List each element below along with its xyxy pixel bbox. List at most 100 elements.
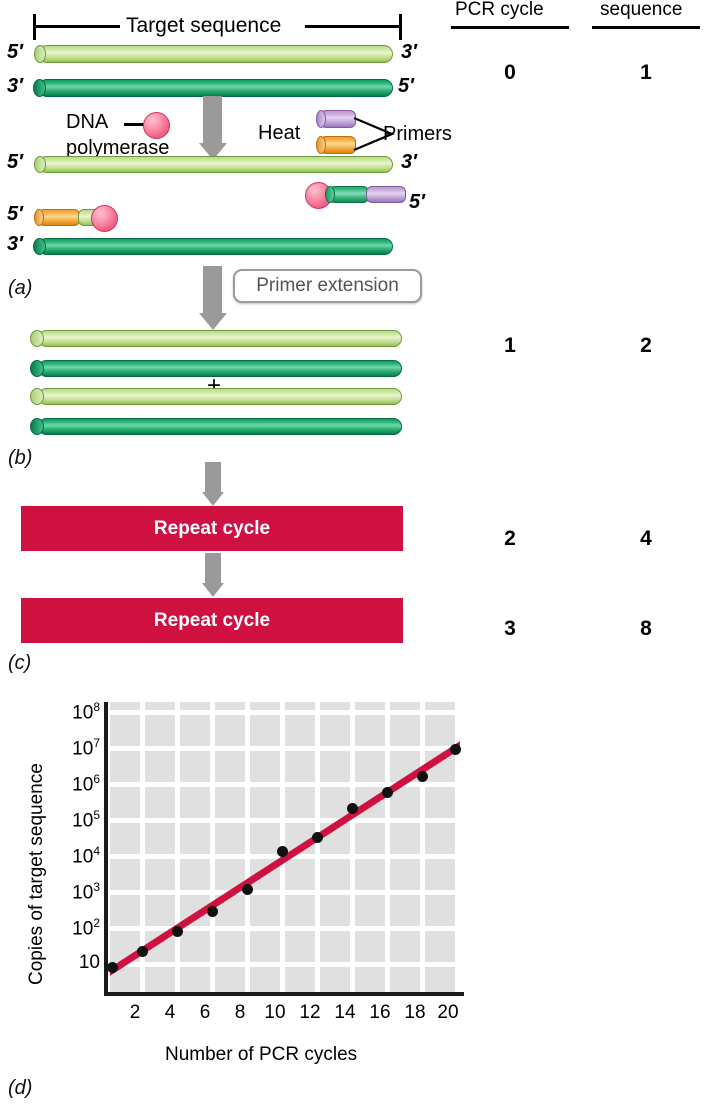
chart-trend-line: [110, 741, 460, 976]
bracket-bar-right: [305, 25, 401, 28]
chart-data-point: [346, 802, 358, 814]
product1-strand-light: [38, 330, 402, 347]
prime-label-3-strandA: 3′: [401, 151, 417, 173]
chart-plot-area: [106, 702, 461, 992]
chart-data-point: [206, 905, 218, 917]
strand-cap-light-separated: [34, 156, 46, 173]
chart-data-point: [311, 831, 323, 843]
dna-polymerase-label-line2: polymerase: [66, 137, 170, 159]
chart-data-point: [381, 786, 393, 798]
chart-y-tick-6: 106: [72, 772, 100, 796]
dna-strand-dark-top: [38, 79, 393, 97]
polymerase-ball-on-dark-strand: [91, 205, 118, 232]
prime-label-3-strandB: 3′: [7, 233, 23, 255]
product2-cap-light: [30, 388, 44, 405]
chart-y-tick-8: 108: [72, 700, 100, 724]
dna-polymerase-label-line1: DNA: [66, 111, 109, 133]
repeat-cycle-banner-1: Repeat cycle: [21, 506, 403, 551]
strand-cap-dark-separated: [33, 238, 46, 255]
chart-x-tick-16: 16: [369, 1002, 391, 1023]
pcr-amplification-chart: Copies of target sequence 108 107 106 10…: [0, 690, 500, 1090]
arrow-extension-head: [199, 313, 227, 330]
chart-x-tick-20: 20: [437, 1002, 459, 1023]
strand-cap-light-top: [34, 45, 46, 63]
table-header-sequence: sequence: [600, 0, 683, 20]
panel-label-b: (b): [8, 447, 33, 469]
product1-cap-light: [30, 330, 44, 347]
chart-x-tick-4: 4: [164, 1002, 176, 1023]
product2-strand-light: [38, 388, 402, 405]
arrow-repeat2-head: [202, 583, 224, 597]
primer-orange-annealed-cap: [34, 209, 44, 226]
chart-x-tick-6: 6: [199, 1002, 211, 1023]
chart-x-tick-8: 8: [234, 1002, 246, 1023]
table-header-rule-right: [592, 26, 700, 29]
polymerase-leader-line: [124, 123, 145, 126]
prime-label-5-primer-purple: 5′: [409, 191, 425, 213]
polymerase-ball-legend-icon: [143, 112, 170, 139]
prime-label-5-strandA: 5′: [7, 151, 23, 173]
prime-label-3-bottom-duplex: 3′: [7, 75, 23, 97]
product2-cap-dark: [30, 418, 44, 435]
strand-cap-dark-top: [33, 79, 46, 97]
extended-strand-green-right: [329, 186, 369, 203]
bracket-bar-left: [34, 25, 120, 28]
arrow-denature-head: [199, 143, 227, 160]
table-cell-sequence-3: 8: [640, 617, 652, 640]
arrow-extension-shaft: [203, 266, 222, 314]
target-sequence-label: Target sequence: [126, 14, 282, 37]
chart-x-tick-2: 2: [129, 1002, 141, 1023]
extended-strand-green-right-cap: [325, 186, 335, 203]
chart-y-tick-7: 107: [72, 736, 100, 760]
table-cell-sequence-1: 2: [640, 334, 652, 357]
chart-y-tick-3: 103: [72, 880, 100, 904]
chart-x-axis-line: [104, 992, 464, 996]
prime-label-5-bottom-duplex: 5′: [398, 75, 414, 97]
primers-leader-lines: [353, 116, 395, 152]
arrow-repeat2-shaft: [205, 553, 221, 584]
prime-label-5-strandB: 5′: [7, 203, 23, 225]
chart-data-point: [449, 743, 461, 755]
table-cell-cycle-0: 0: [504, 61, 516, 84]
primer-orange-legend-cap: [316, 136, 326, 154]
panel-label-d: (d): [8, 1077, 33, 1099]
chart-y-tick-5: 105: [72, 808, 100, 832]
chart-data-point: [276, 845, 288, 857]
chart-data-point: [241, 883, 253, 895]
primer-purple-annealed: [366, 186, 406, 203]
product1-cap-dark: [30, 360, 44, 377]
primer-purple-legend-cap: [316, 110, 326, 128]
chart-y-axis-line: [104, 702, 108, 996]
prime-label-5-top-duplex: 5′: [7, 41, 23, 63]
chart-data-point: [106, 961, 118, 973]
arrow-repeat1-head: [202, 492, 224, 506]
dna-strand-light-separated: [38, 156, 393, 173]
table-header-rule-left: [451, 26, 569, 29]
table-cell-sequence-0: 1: [640, 61, 652, 84]
chart-x-tick-10: 10: [264, 1002, 286, 1023]
chart-y-tick-4: 104: [72, 844, 100, 868]
chart-x-tick-14: 14: [334, 1002, 356, 1023]
table-cell-cycle-3: 3: [504, 617, 516, 640]
panel-label-c: (c): [8, 652, 32, 674]
table-cell-cycle-1: 1: [504, 334, 516, 357]
chart-y-tick-1: 10: [78, 952, 100, 973]
repeat-cycle-banner-2: Repeat cycle: [21, 598, 403, 643]
table-header-pcr-cycle: PCR cycle: [455, 0, 544, 20]
chart-x-axis-title: Number of PCR cycles: [165, 1044, 358, 1065]
chart-y-tick-2: 102: [72, 916, 100, 940]
table-cell-cycle-2: 2: [504, 527, 516, 550]
arrow-repeat1-shaft: [205, 462, 221, 493]
chart-data-point: [171, 925, 183, 937]
primer-extension-callout: Primer extension: [233, 269, 422, 303]
heat-label: Heat: [258, 122, 301, 144]
chart-data-point: [136, 945, 148, 957]
prime-label-3-top-duplex: 3′: [401, 41, 417, 63]
primer-orange-annealed: [38, 209, 80, 226]
chart-x-tick-12: 12: [299, 1002, 321, 1023]
chart-data-point: [416, 770, 428, 782]
table-cell-sequence-2: 4: [640, 527, 652, 550]
dna-strand-light-top: [38, 45, 393, 63]
chart-x-tick-18: 18: [404, 1002, 426, 1023]
